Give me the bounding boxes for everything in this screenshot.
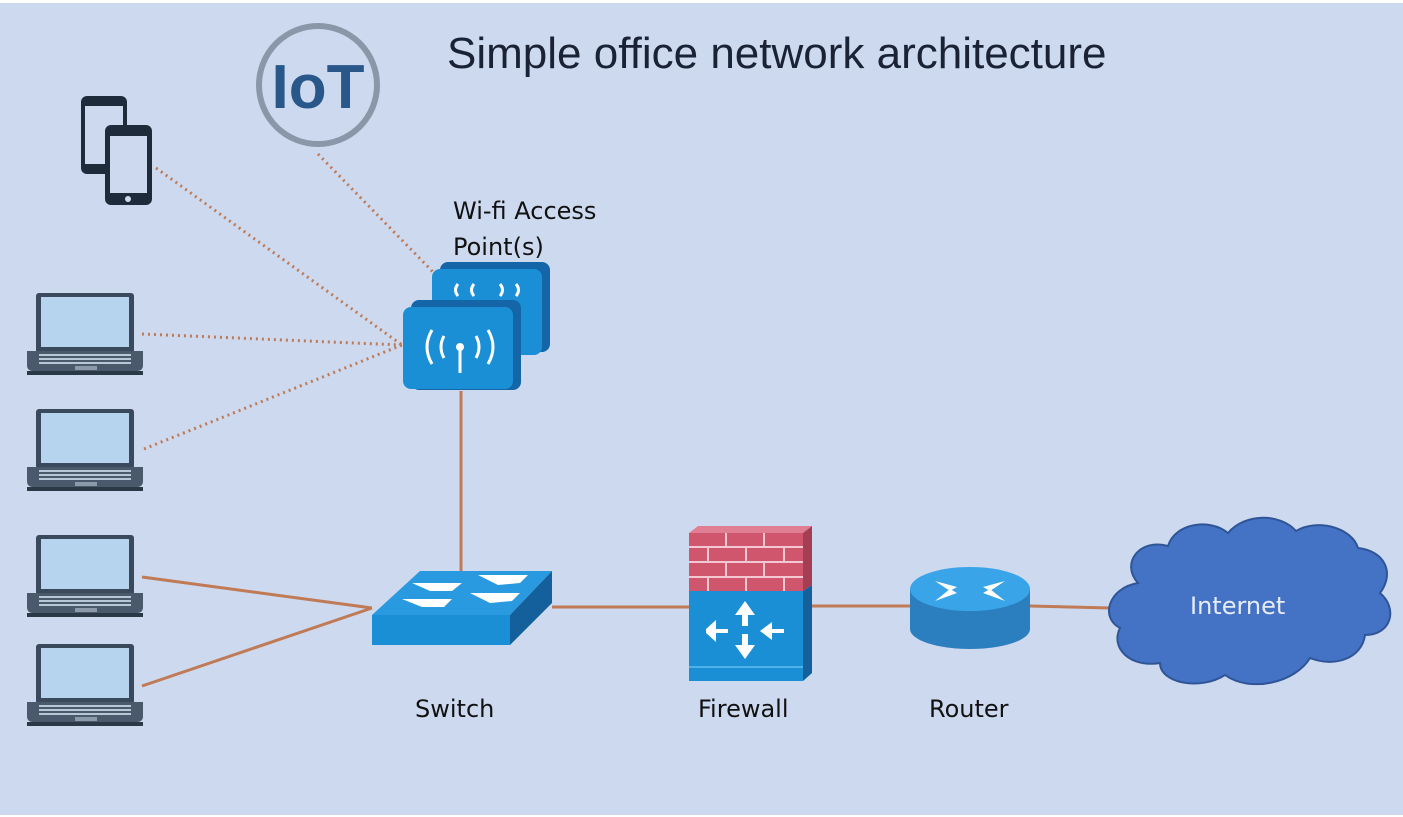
link-laptop4-switch (141, 606, 373, 688)
network-diagram: IoT (27, 23, 1392, 726)
switch-icon (372, 571, 552, 645)
laptop-icon (27, 293, 143, 375)
access-point-icon (403, 262, 550, 390)
smartphone-icon (81, 96, 152, 205)
laptop-icon (27, 409, 143, 491)
wifi-links (141, 152, 436, 451)
firewall-label: Firewall (698, 695, 789, 723)
link-laptop1-ap (141, 332, 403, 347)
diagram-title: Simple office network architecture (447, 29, 1107, 78)
wired-links (141, 391, 1111, 688)
link-iot-ap (316, 152, 436, 275)
laptop-icon (27, 644, 143, 726)
wifi-access-point-label: Wi-fi Access Point(s) (453, 197, 597, 261)
link-laptop3-switch (141, 575, 373, 610)
iot-text: IoT (272, 53, 365, 122)
diagram-canvas: IoT (0, 3, 1403, 815)
cloud-icon (1108, 516, 1392, 686)
laptop-icon (27, 535, 143, 617)
router-label: Router (929, 695, 1009, 723)
link-laptop2-ap (143, 343, 403, 451)
router-icon (910, 567, 1030, 649)
internet-label: Internet (1190, 592, 1286, 620)
firewall-icon (689, 526, 812, 681)
iot-icon: IoT (256, 23, 380, 147)
switch-label: Switch (415, 695, 495, 723)
link-phone-ap (155, 166, 403, 347)
link-router-internet (1029, 604, 1111, 610)
